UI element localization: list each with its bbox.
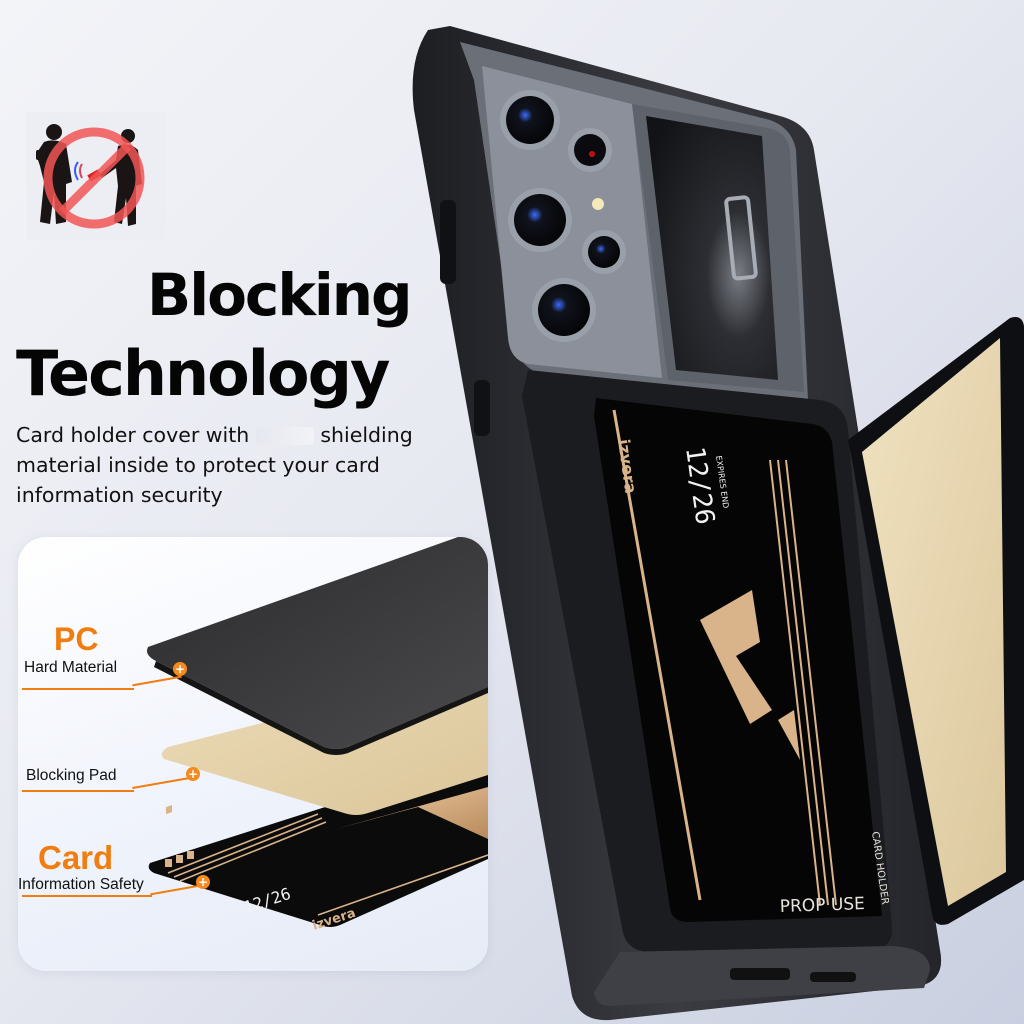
layer-card-subtitle: Information Safety bbox=[18, 876, 144, 893]
description-part-2: shielding material inside to protect you… bbox=[16, 423, 413, 507]
description-part-1: Card holder cover with bbox=[16, 423, 250, 447]
layers-illustration: 12/26 izvera bbox=[147, 537, 488, 934]
layer-pad-subtitle: Blocking Pad bbox=[26, 767, 117, 784]
no-skimming-icon bbox=[26, 112, 166, 240]
layer-pc-subtitle: Hard Material bbox=[24, 659, 118, 676]
layers-panel: 12/26 izvera PC Hard Material + Blocking… bbox=[18, 537, 488, 971]
layer-pc-title: PC bbox=[54, 621, 99, 657]
headline-line-1: Blocking bbox=[147, 261, 413, 329]
headline-line-2: Technology bbox=[16, 337, 390, 410]
leader-line bbox=[22, 688, 134, 690]
plus-marker-icon: + bbox=[186, 767, 200, 781]
layer-card-title: Card bbox=[38, 839, 114, 876]
plus-marker-icon: + bbox=[173, 662, 187, 676]
plus-marker-icon: + bbox=[196, 875, 210, 889]
phone-case-illustration: izvera 12/26 EXPIRES END PROP USE CARD H… bbox=[412, 26, 1024, 1021]
redacted-text bbox=[255, 427, 314, 445]
leader-line bbox=[22, 790, 134, 792]
card-footer: PROP USE bbox=[779, 894, 865, 917]
description: Card holder cover with shielding materia… bbox=[16, 420, 436, 510]
leader-line bbox=[22, 895, 152, 897]
